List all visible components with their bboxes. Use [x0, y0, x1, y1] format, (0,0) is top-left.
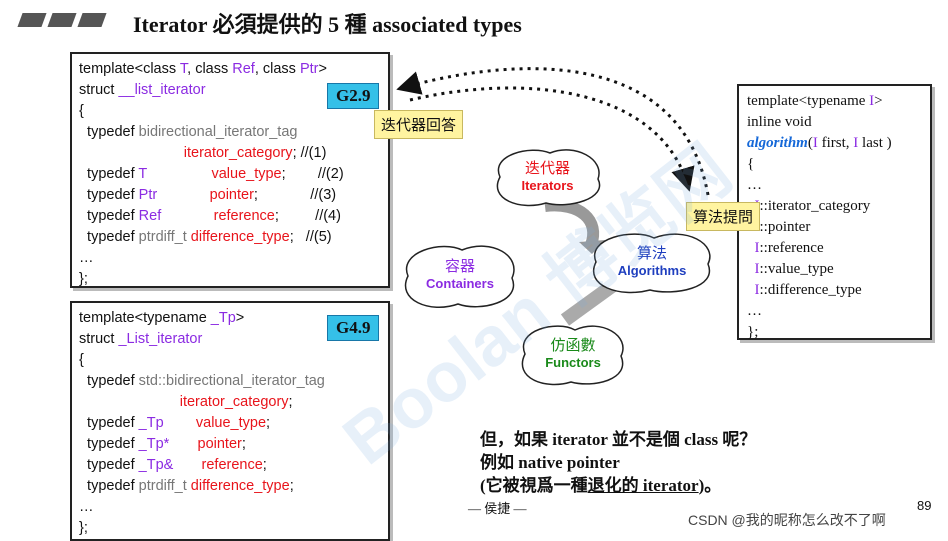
code-line: {: [747, 154, 930, 175]
version-tag-g29: G2.9: [327, 83, 379, 109]
version-tag-g49: G4.9: [327, 315, 379, 341]
code-line: template<class T, class Ref, class Ptr>: [79, 59, 388, 80]
code-line: inline void: [747, 112, 930, 133]
csdn-watermark: CSDN @我的昵称怎么改不了啊: [688, 510, 886, 530]
code-line: typedef _Tp* pointer;: [79, 434, 388, 455]
page-title: Iterator 必須提供的 5 種 associated types: [133, 7, 522, 39]
code-line: I::iterator_category: [747, 196, 930, 217]
code-line: typedef Ptr pointer; //(3): [79, 185, 388, 206]
code-line: typedef _Tp value_type;: [79, 413, 388, 434]
page-number: 89: [917, 498, 931, 513]
code-line: …: [747, 301, 930, 322]
code-line: template<typename I>: [747, 91, 930, 112]
cloud-functors: 仿函數 Functors: [517, 322, 629, 386]
code-line: I::pointer: [747, 217, 930, 238]
author-signature: — 侯捷 —: [468, 498, 527, 517]
code-line: algorithm(I first, I last ): [747, 133, 930, 154]
code-line: I::difference_type: [747, 280, 930, 301]
code-line: typedef _Tp& reference;: [79, 455, 388, 476]
cloud-iterators: 迭代器 Iterators: [490, 147, 605, 207]
code-line: typedef bidirectional_iterator_tag: [79, 122, 388, 143]
footnote-line: (它被視爲一種退化的 iterator)。: [480, 474, 756, 497]
title-decoration: [20, 13, 104, 27]
code-line: };: [79, 269, 388, 290]
code-line: typedef T value_type; //(2): [79, 164, 388, 185]
code-line: …: [79, 248, 388, 269]
code-line: I::value_type: [747, 259, 930, 280]
footnote: 但，如果 iterator 並不是個 class 呢？ 例如 native po…: [480, 428, 756, 497]
algorithm-code-box: template<typename I> inline void algorit…: [737, 84, 932, 340]
code-line: typedef Ref reference; //(4): [79, 206, 388, 227]
footnote-line: 但，如果 iterator 並不是個 class 呢？: [480, 428, 756, 451]
code-line: typedef ptrdiff_t difference_type; //(5): [79, 227, 388, 248]
code-line: };: [79, 518, 388, 539]
footnote-line: 例如 native pointer: [480, 451, 756, 474]
code-line: iterator_category; //(1): [79, 143, 388, 164]
code-line: …: [747, 175, 930, 196]
code-line: typedef ptrdiff_t difference_type;: [79, 476, 388, 497]
code-line: typedef std::bidirectional_iterator_tag: [79, 371, 388, 392]
code-line: };: [747, 322, 930, 343]
cloud-containers: 容器 Containers: [400, 242, 520, 310]
code-line: …: [79, 497, 388, 518]
cloud-algorithms: 算法 Algorithms: [588, 230, 716, 294]
code-line: I::reference: [747, 238, 930, 259]
container-iterator-arrow: [545, 205, 593, 245]
code-line: {: [79, 350, 388, 371]
code-line: iterator_category;: [79, 392, 388, 413]
